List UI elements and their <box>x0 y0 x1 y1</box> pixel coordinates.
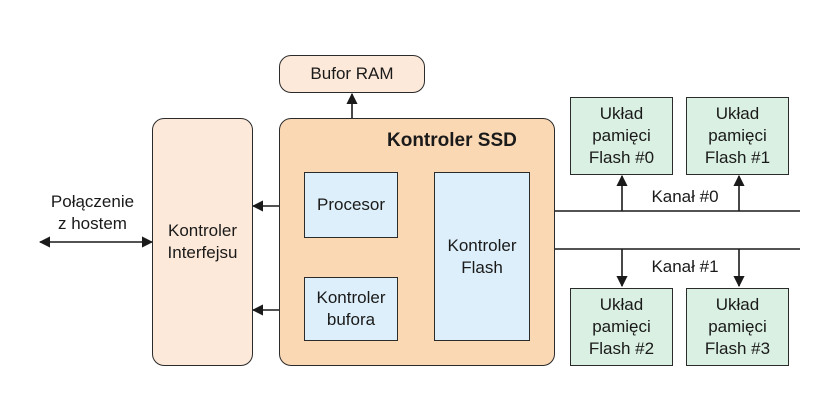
flash-chip-3-label: Układ pamięci Flash #3 <box>704 295 771 358</box>
flash-chip-0-label: Układ pamięci Flash #0 <box>588 104 655 167</box>
flash-chip-3-box: Układ pamięci Flash #3 <box>686 288 789 366</box>
flash-controller-label: Kontroler Flash <box>447 235 517 277</box>
processor-box: Procesor <box>304 172 398 238</box>
processor-label: Procesor <box>316 195 386 214</box>
buffer-controller-box: Kontroler bufora <box>304 277 398 341</box>
ssd-controller-title: Kontroler SSD <box>387 130 517 151</box>
flash-chip-2-box: Układ pamięci Flash #2 <box>570 288 673 366</box>
flash-chip-1-box: Układ pamięci Flash #1 <box>686 97 789 175</box>
channel-1-label: Kanał #1 <box>651 257 719 276</box>
channel-0-label: Kanał #0 <box>651 187 719 206</box>
interface-controller-label: Kontroler Interfejsu <box>167 221 238 262</box>
flash-chip-2-label: Układ pamięci Flash #2 <box>588 295 655 358</box>
flash-controller-box: Kontroler Flash <box>434 172 530 341</box>
host-connection-label: Połączenie z hostem <box>50 192 135 233</box>
ram-buffer-label: Bufor RAM <box>310 64 394 83</box>
flash-chip-0-box: Układ pamięci Flash #0 <box>570 97 673 175</box>
interface-controller-box: Kontroler Interfejsu <box>152 118 253 366</box>
ram-buffer-box: Bufor RAM <box>279 55 425 93</box>
flash-chip-1-label: Układ pamięci Flash #1 <box>704 104 771 167</box>
buffer-controller-label: Kontroler bufora <box>316 288 386 329</box>
